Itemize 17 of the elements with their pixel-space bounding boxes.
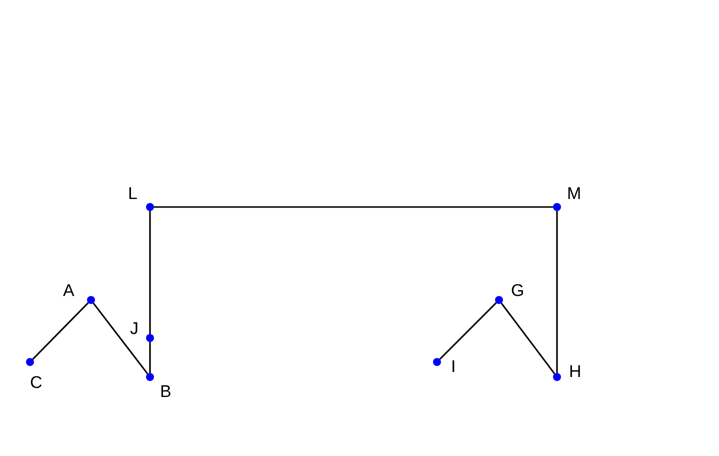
line-segment [92,302,148,374]
point-label: G [511,282,524,299]
line-segment [149,342,151,373]
line-segment [154,206,553,208]
point-label: H [569,363,582,380]
line-segment [439,302,497,360]
point-label: I [451,358,456,375]
line-segment [500,302,556,374]
point-label: M [567,185,582,202]
point-label: B [160,383,172,400]
point-label: C [30,374,42,391]
point-label: J [130,320,138,337]
point-label: L [128,185,138,202]
line-segment [556,211,558,373]
line-segment [32,302,89,360]
line-segment [149,211,151,334]
point-label: A [63,282,74,299]
